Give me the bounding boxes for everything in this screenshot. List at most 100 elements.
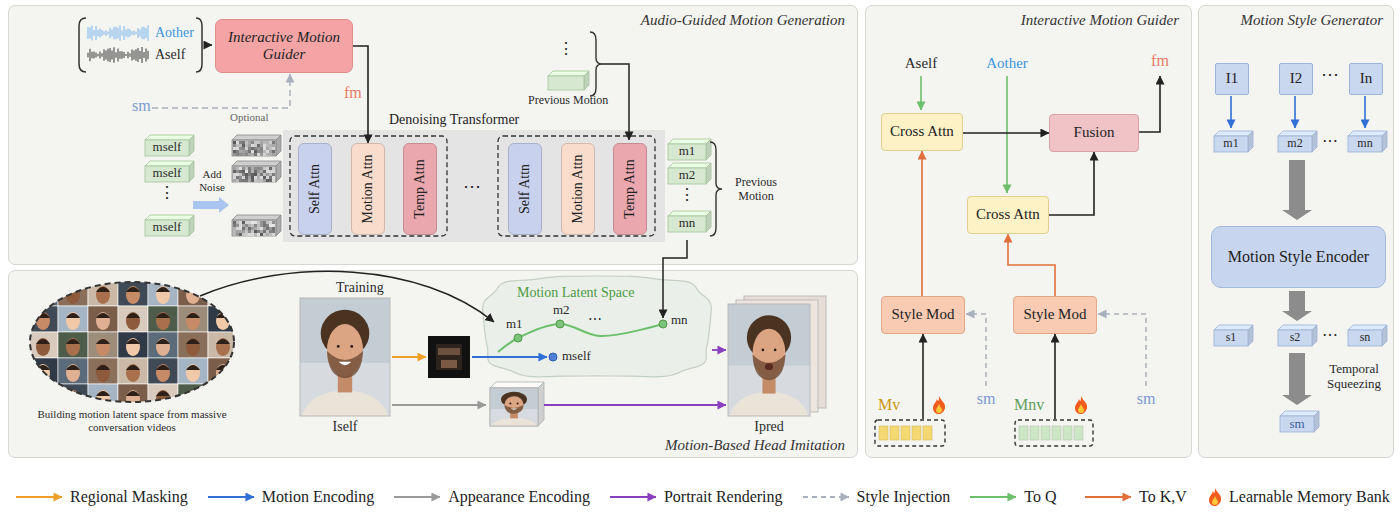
trajectory-curve <box>498 324 663 352</box>
legend-item: To Q <box>968 486 1056 508</box>
noise-pixel <box>239 176 242 179</box>
video-collage <box>96 364 110 382</box>
video-collage <box>208 306 238 332</box>
noise-pixel <box>272 173 275 176</box>
encoder-box: Motion Style Encoder <box>1211 226 1386 288</box>
waveform <box>105 51 106 60</box>
style-cube <box>1214 325 1253 346</box>
bank-outline <box>1014 419 1094 447</box>
motion-cube <box>1214 131 1253 152</box>
style-label: s2 <box>1290 331 1301 345</box>
arrow-line <box>472 356 547 358</box>
noise-pixel <box>254 141 257 144</box>
noise-pixel <box>251 173 254 176</box>
video-collage <box>118 280 148 306</box>
waveform <box>115 52 116 57</box>
noise-pixel <box>263 224 266 227</box>
cube-side <box>189 135 194 156</box>
cube-top <box>1214 325 1253 330</box>
waveform <box>141 47 142 63</box>
attention-block: Self Attn <box>298 143 332 235</box>
noise-pixel <box>245 170 248 173</box>
legend-sample <box>801 486 853 508</box>
box-label: Cross Attn <box>976 206 1040 223</box>
video-collage <box>96 339 110 344</box>
noise-pixel <box>269 173 272 176</box>
style-cube <box>1348 325 1387 346</box>
noise-pixel <box>248 233 251 236</box>
flame-icon <box>1209 488 1221 506</box>
noise-pixel <box>269 176 272 179</box>
noise-pixel <box>260 144 263 147</box>
panel-title: Audio-Guided Motion Generation <box>641 12 845 29</box>
cube-side <box>276 135 281 156</box>
cube-front <box>1278 136 1312 152</box>
signal-label: Aself <box>155 47 185 63</box>
arrow-line <box>392 356 426 358</box>
video-collage <box>96 338 110 356</box>
fusion-box: Fusion <box>1049 114 1139 152</box>
noise-pixel <box>272 167 275 170</box>
noise-pixel <box>239 224 242 227</box>
noise-cube <box>232 161 281 182</box>
portrait <box>504 405 523 414</box>
legend-sample <box>206 486 258 508</box>
video-collage <box>208 280 238 306</box>
noise-pixel <box>263 144 266 147</box>
video-collage <box>126 364 140 382</box>
portrait <box>730 391 809 416</box>
waveform <box>125 54 126 56</box>
video-collage <box>66 338 80 356</box>
legend-item: Regional Masking <box>14 486 188 508</box>
style-injection-line <box>966 314 986 386</box>
noise-cube <box>232 215 281 236</box>
waveform <box>91 52 92 59</box>
video-collage <box>36 338 50 356</box>
noise-pixel <box>248 150 251 153</box>
cube-side <box>1382 325 1387 346</box>
noise-pixel <box>236 227 239 230</box>
attention-block: Self Attn <box>508 143 542 235</box>
connector <box>1049 152 1094 215</box>
motion-label: m1 <box>1223 137 1238 151</box>
arrow-line <box>712 349 726 351</box>
motion-cube <box>1278 131 1317 152</box>
cube-front <box>1278 330 1312 346</box>
noise-pixel <box>248 227 251 230</box>
video-collage <box>36 390 50 408</box>
flame-icon <box>1212 496 1218 505</box>
waveform <box>143 52 144 58</box>
noise-pixel <box>266 230 269 233</box>
noise-pixel <box>233 227 236 230</box>
image-box: I1 <box>1215 63 1249 95</box>
video-collage <box>58 280 88 306</box>
feature-label: fm <box>344 84 362 102</box>
panel-ground <box>8 5 858 265</box>
waveform <box>123 26 124 40</box>
box-label: Motion Style Encoder <box>1228 248 1369 266</box>
legend-sample <box>392 486 444 508</box>
waveform <box>103 49 104 61</box>
video-collage <box>126 391 140 396</box>
attention-block: Temp Attn <box>613 143 647 235</box>
video-collage <box>216 390 230 408</box>
legend-line <box>208 496 254 498</box>
attention-block: Temp Attn <box>403 143 437 235</box>
video-collage <box>156 339 170 344</box>
motion-label: mself <box>153 140 182 155</box>
motion-cube <box>548 71 589 90</box>
noise-pixel <box>248 179 251 182</box>
portrait-frame <box>490 388 538 426</box>
noise-pixel <box>233 230 236 233</box>
legend-item: Style Injection <box>801 486 951 508</box>
legend-sample <box>1205 486 1225 508</box>
cube-top <box>232 135 281 140</box>
memory-slot <box>901 426 910 440</box>
style-label: s1 <box>1226 331 1237 345</box>
noise-pixel <box>266 176 269 179</box>
portrait <box>511 409 518 410</box>
noise-pixel <box>263 141 266 144</box>
video-collage <box>156 286 170 304</box>
motion-label: mself <box>562 349 591 364</box>
